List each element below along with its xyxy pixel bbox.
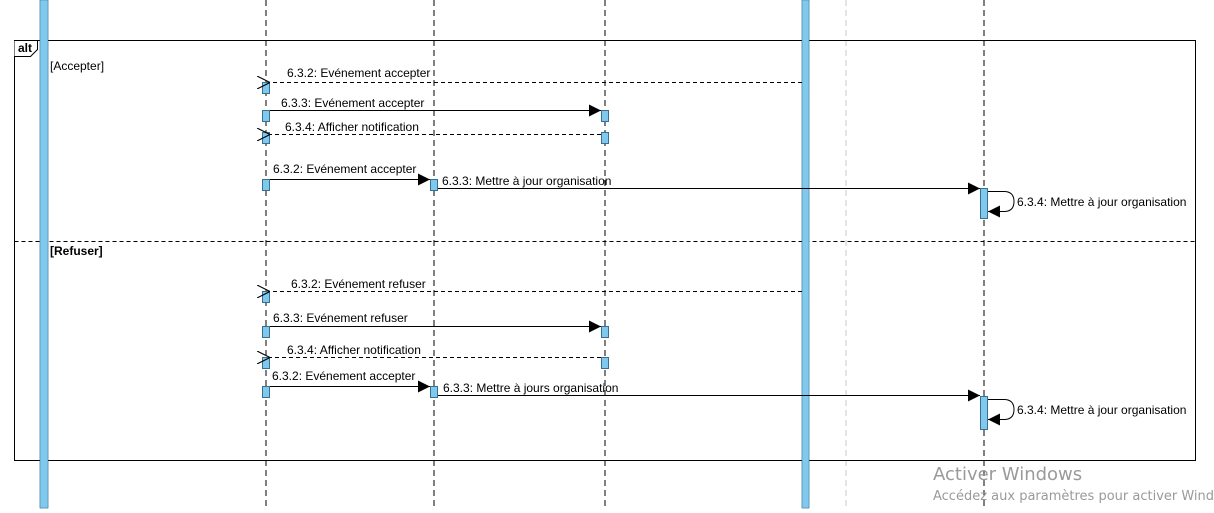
message-label: 6.3.4: Mettre à jour organisation xyxy=(1017,403,1186,417)
alt-operator-label: alt xyxy=(18,41,32,55)
self-message-arrow xyxy=(988,191,1015,218)
activation xyxy=(430,386,438,398)
activation xyxy=(980,396,988,430)
activation xyxy=(601,132,609,144)
self-message-arrow xyxy=(988,399,1015,426)
message-label: 6.3.2: Evénement refuser xyxy=(291,277,426,291)
activation xyxy=(262,326,270,338)
guard-refuser: [Refuser] xyxy=(50,244,103,258)
lifeline-bar-5-overlay xyxy=(801,0,810,509)
message-label: 6.3.4: Afficher notification xyxy=(287,343,421,357)
activation-watermark-title: Activer Windows xyxy=(933,464,1083,485)
activation xyxy=(262,291,270,303)
alt-frame xyxy=(14,40,1196,461)
message-label: 6.3.2: Evénement accepter xyxy=(287,66,430,80)
activation xyxy=(262,179,270,191)
activation-watermark-subtitle: Accédez aux paramètres pour activer Wind… xyxy=(933,489,1214,504)
messages-refuser: 6.3.2: Evénement refuser 6.3.3: Evénemen… xyxy=(270,277,1186,426)
activation xyxy=(262,132,270,144)
activation xyxy=(262,357,270,369)
message-label: 6.3.2: Evénement accepter xyxy=(273,162,416,176)
alt-operator-box xyxy=(14,40,38,57)
message-label: 6.3.3: Evénement accepter xyxy=(281,96,424,110)
activation xyxy=(262,82,270,94)
message-label: 6.3.2: Evénement accepter xyxy=(272,369,415,383)
activation xyxy=(262,110,270,122)
message-label: 6.3.3: Evénement refuser xyxy=(273,311,408,325)
guard-accepter: [Accepter] xyxy=(50,59,104,73)
lifeline-bar-1-overlay xyxy=(39,0,49,509)
message-label: 6.3.3: Mettre à jour organisation xyxy=(442,174,611,188)
lifelines xyxy=(39,0,985,509)
message-label: 6.3.4: Mettre à jour organisation xyxy=(1017,195,1186,209)
activation xyxy=(262,386,270,398)
activation xyxy=(601,326,609,338)
activation xyxy=(430,179,438,191)
message-label: 6.3.3: Mettre à jours organisation xyxy=(443,381,618,395)
activation xyxy=(601,357,609,369)
activation xyxy=(980,188,988,219)
message-label: 6.3.4: Afficher notification xyxy=(285,120,419,134)
activation xyxy=(601,110,609,122)
messages-accepter: 6.3.2: Evénement accepter 6.3.3: Evéneme… xyxy=(270,66,1186,218)
alt-fragment: alt [Accepter] [Refuser] xyxy=(14,40,1196,461)
